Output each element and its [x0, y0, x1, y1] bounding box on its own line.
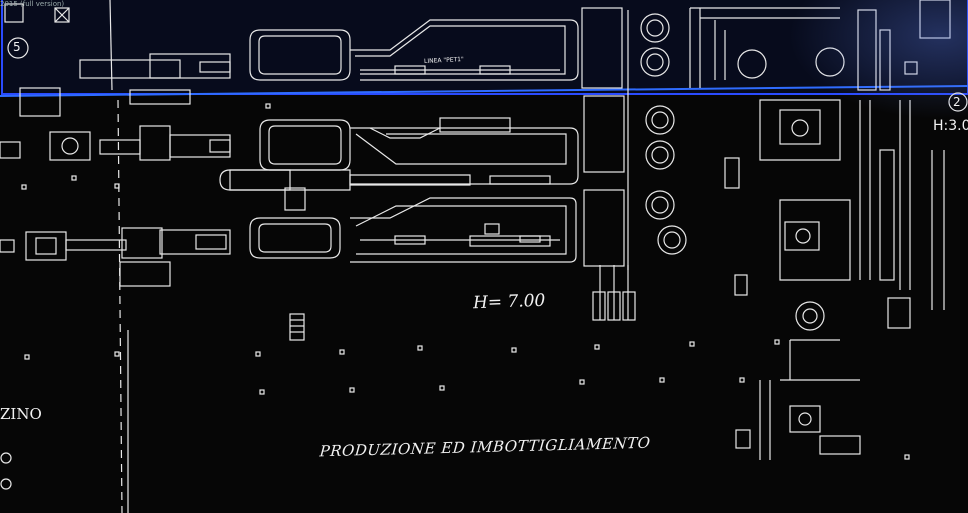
circle-marker — [7, 37, 29, 59]
area-label-left: ZINO — [0, 405, 42, 423]
selection-line — [0, 85, 968, 97]
conveyor-line-2 — [0, 117, 579, 211]
dashed-divider — [117, 99, 123, 513]
version-text: 2015 (full version) — [0, 0, 65, 8]
floor-markers — [21, 103, 910, 460]
divider-line — [109, 0, 113, 91]
height-label: H= 7.00 — [472, 290, 546, 314]
process-area-right — [689, 0, 968, 460]
left-symbol — [0, 452, 12, 464]
corner-box-cross — [54, 7, 70, 23]
height-label-right: H:3.0 — [933, 118, 968, 134]
conveyor-line-3 — [0, 197, 577, 287]
corner-box — [4, 3, 24, 23]
circle-number-top-left: 5 — [13, 40, 21, 54]
corner-box — [54, 7, 70, 23]
left-symbol — [0, 478, 12, 490]
circle-number-right: 2 — [953, 95, 961, 109]
filler-column — [581, 7, 687, 321]
conveyor-line-1 — [19, 19, 579, 117]
